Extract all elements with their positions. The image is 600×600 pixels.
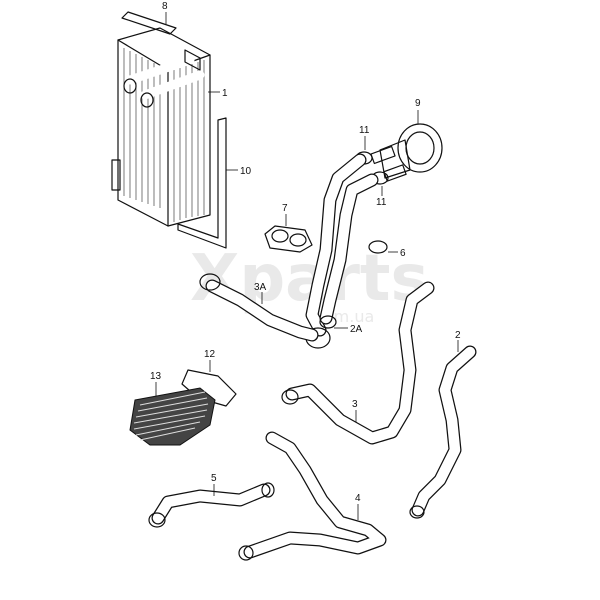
callout-7: 7 bbox=[282, 203, 288, 214]
part-4-hose[interactable] bbox=[238, 431, 387, 561]
callout-11-upper: 11 bbox=[359, 125, 370, 136]
part-5-hose[interactable] bbox=[148, 482, 275, 528]
callout-10: 10 bbox=[240, 166, 252, 177]
part-10-gasket[interactable] bbox=[177, 117, 227, 249]
callout-9: 9 bbox=[415, 98, 421, 109]
part-6-hose-clip[interactable] bbox=[368, 240, 388, 254]
part-3A-hose[interactable] bbox=[199, 273, 319, 342]
part-7-temperature-sensor[interactable] bbox=[264, 225, 313, 253]
part-2-hose[interactable] bbox=[409, 345, 477, 519]
callout-2A: 2A bbox=[350, 324, 363, 335]
callout-2: 2 bbox=[455, 330, 461, 341]
callout-3: 3 bbox=[352, 399, 358, 410]
callout-3A: 3A bbox=[254, 282, 267, 293]
callout-11-lower: 11 bbox=[376, 197, 387, 208]
part-13-corrugated-duct[interactable] bbox=[129, 387, 216, 446]
part-2A-hose-assembly[interactable] bbox=[305, 153, 379, 349]
part-12-clamp-band[interactable] bbox=[181, 369, 237, 407]
callout-1: 1 bbox=[222, 88, 228, 99]
part-3-hose[interactable] bbox=[281, 281, 435, 445]
part-9-coolant-valve[interactable] bbox=[370, 123, 443, 182]
callout-8: 8 bbox=[162, 1, 168, 12]
part-1-heater-core[interactable] bbox=[111, 27, 211, 227]
leader-lines bbox=[155, 12, 459, 520]
callout-5: 5 bbox=[211, 473, 217, 484]
callout-6: 6 bbox=[400, 248, 406, 259]
callout-4: 4 bbox=[355, 493, 361, 504]
callout-13: 13 bbox=[150, 371, 162, 382]
callout-12: 12 bbox=[204, 349, 216, 360]
callout-labels: 8 1 10 9 11 11 7 6 3A 2A 2 12 13 3 5 4 bbox=[150, 1, 461, 504]
